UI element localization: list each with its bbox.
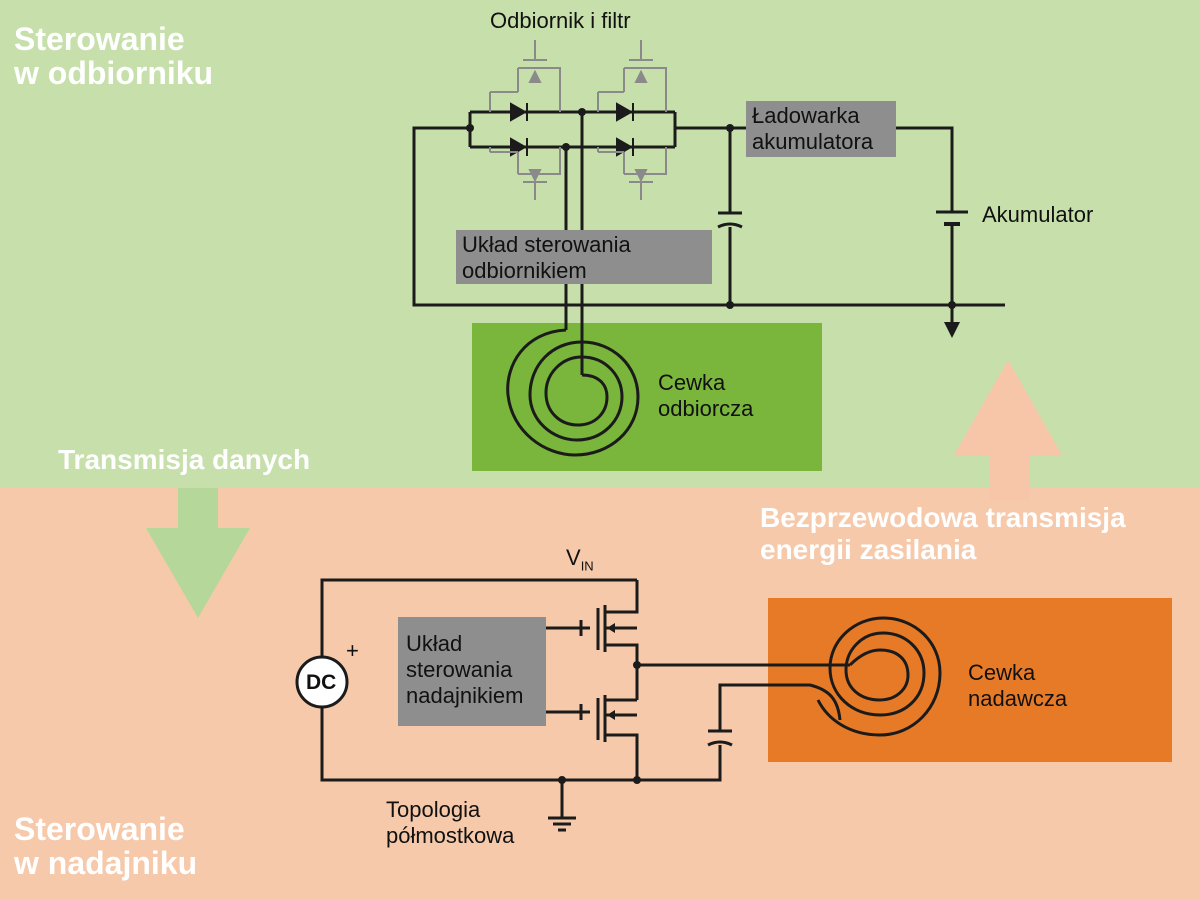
transmitter-title-line1: Sterowanie bbox=[14, 811, 185, 847]
charger-box bbox=[746, 101, 896, 157]
transmitter-control-line3: nadajnikiem bbox=[406, 683, 524, 708]
power-label-line1: Bezprzewodowa transmisja bbox=[760, 502, 1126, 533]
power-transmission-label: Bezprzewodowa transmisja energii zasilan… bbox=[760, 502, 1126, 566]
transmitter-title-line2: w nadajniku bbox=[14, 845, 198, 881]
receiver-coil-box bbox=[472, 323, 822, 471]
receiver-circuit bbox=[412, 110, 1005, 457]
receiver-title-line1: Sterowanie bbox=[14, 21, 185, 57]
receiver-control-box bbox=[456, 230, 712, 284]
data-transmission-label: Transmisja danych bbox=[58, 444, 311, 475]
vin-label-main: V bbox=[566, 545, 581, 570]
dc-source bbox=[295, 655, 349, 709]
battery-label: Akumulator bbox=[982, 202, 1094, 227]
charger-line2: akumulatora bbox=[752, 129, 874, 154]
rectifier-junctions bbox=[466, 108, 956, 309]
data-transmission-arrow bbox=[146, 488, 250, 618]
dc-label: DC bbox=[306, 671, 337, 694]
charger-label: Ładowarka akumulatora bbox=[752, 103, 873, 155]
receiver-title: Sterowanie w odbiorniku bbox=[14, 22, 213, 90]
receiver-title-line2: w odbiorniku bbox=[14, 55, 214, 91]
transmitter-control-line2: sterowania bbox=[406, 657, 513, 682]
transmitter-circuit bbox=[320, 578, 942, 832]
transmitter-coil-line1: Cewka bbox=[968, 660, 1036, 685]
transmitter-junctions bbox=[558, 661, 641, 784]
rectifier-label: Odbiornik i filtr bbox=[490, 8, 631, 33]
receiver-control-line1: Układ sterowania bbox=[462, 232, 631, 257]
transmitter-coil-line2: nadawcza bbox=[968, 686, 1068, 711]
topology-label: Topologia półmostkowa bbox=[386, 797, 514, 849]
transmitter-control-line1: Układ bbox=[406, 631, 463, 656]
receiver-coil-line2: odbiorcza bbox=[658, 396, 754, 421]
topology-line1: Topologia bbox=[386, 797, 481, 822]
receiver-coil-label: Cewka odbiorcza bbox=[658, 370, 753, 422]
vin-label: VIN bbox=[566, 545, 594, 579]
transmitter-arrows bbox=[607, 623, 615, 720]
charger-line1: Ładowarka bbox=[752, 103, 860, 128]
dc-plus-label: + bbox=[346, 638, 359, 663]
transmitter-control-box bbox=[398, 617, 546, 726]
rectifier-mosfets bbox=[489, 40, 667, 200]
receiver-control-label: Układ sterowania odbiornikiem bbox=[462, 232, 631, 284]
receiver-control-line2: odbiornikiem bbox=[462, 258, 587, 283]
receiver-coil-line1: Cewka bbox=[658, 370, 726, 395]
transmitter-coil-label: Cewka nadawcza bbox=[968, 660, 1067, 712]
power-transmission-arrow bbox=[954, 360, 1062, 500]
topology-line2: półmostkowa bbox=[386, 823, 515, 848]
receiver-ground-arrow bbox=[944, 322, 960, 338]
vin-label-sub: IN bbox=[580, 558, 594, 574]
transmitter-control-label: Układ sterowania nadajnikiem bbox=[406, 631, 523, 709]
transmitter-title: Sterowanie w nadajniku bbox=[14, 812, 197, 880]
rectifier-diodes bbox=[510, 102, 634, 157]
power-label-line2: energii zasilania bbox=[760, 534, 977, 565]
transmitter-coil-box bbox=[768, 598, 1172, 762]
